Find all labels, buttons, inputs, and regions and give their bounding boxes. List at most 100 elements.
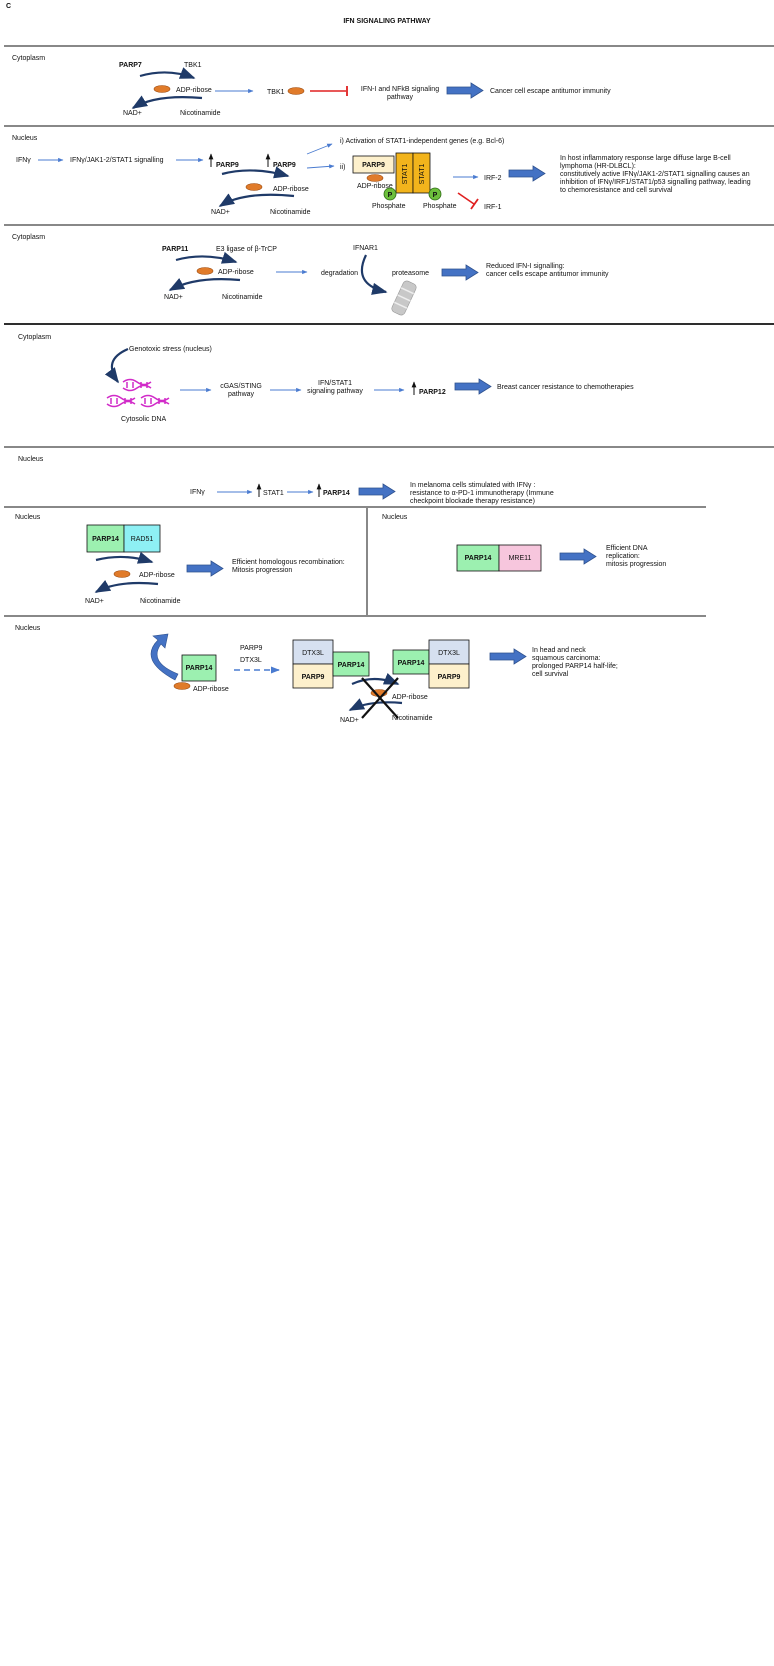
irf2-label: IRF-2 [484, 175, 502, 182]
dtx3l-label: DTX3L [240, 657, 262, 664]
product-label: TBK1 [267, 89, 285, 96]
outcome-text: Reduced IFN-I signalling: [486, 263, 565, 270]
dna-icon [106, 378, 170, 408]
ifnar-label: IFNAR1 [353, 245, 378, 252]
rad51-box [123, 524, 161, 553]
outcome-arrow [489, 648, 527, 665]
adp-label: ADP-ribose [176, 87, 212, 94]
target-label: TBK1 [184, 62, 202, 69]
flow-arrow [306, 143, 333, 155]
panel-parp7: Cytoplasm PARP7 TBK1 ADP-ribose NAD+ Nic… [12, 55, 611, 117]
compartment-label: Nucleus [18, 456, 44, 463]
reaction-curve [131, 95, 203, 109]
parp14-box-label: PARP14 [338, 662, 365, 669]
parp9-box-label: PARP9 [362, 162, 385, 169]
proteasome-icon [391, 280, 417, 316]
outcome-arrow [441, 264, 479, 281]
phosphate-icon [383, 187, 397, 201]
auto-modification-arrow [150, 633, 179, 681]
reaction-curve [168, 278, 241, 291]
outcome-arrow [454, 378, 492, 395]
panel-parp11: Cytoplasm PARP11 E3 ligase of β-TrCP ADP… [12, 234, 609, 316]
compartment-label: Nucleus [15, 625, 41, 632]
mre11-box [498, 544, 542, 572]
stat1-box [412, 152, 431, 194]
panel-parp14-mre11: Nucleus PARP14 MRE11 Efficient DNA repli… [382, 514, 666, 572]
stress-curve [104, 347, 129, 384]
outcome-text: cancer cells escape antitumor immunity [486, 271, 609, 278]
adp-label: ADP-ribose [273, 186, 309, 193]
ifng-label: IFNγ [190, 489, 205, 496]
parp9-box [352, 155, 395, 174]
parp14-label: PARP14 [323, 490, 350, 497]
parp9-box-label: PARP9 [438, 674, 461, 681]
cgas-label: pathway [228, 391, 255, 398]
inhibition-arrow [457, 192, 475, 205]
parp9-label: PARP9 [273, 162, 296, 169]
ifn-stat1-label: signaling pathway [307, 388, 363, 395]
outcome-text: Efficient DNA [606, 545, 648, 552]
adp-label: ADP-ribose [392, 694, 428, 701]
outcome-text: Breast cancer resistance to chemotherapi… [497, 384, 634, 391]
rad51-box-label: RAD51 [131, 536, 154, 543]
parp9-box [428, 663, 470, 689]
enzyme-label: PARP7 [119, 62, 142, 69]
figure-title: IFN SIGNALING PATHWAY [343, 18, 431, 25]
nad-label: NAD+ [123, 110, 142, 117]
parp12-label: PARP12 [419, 389, 446, 396]
adp-label: ADP-ribose [218, 269, 254, 276]
dtx3l-box-label: DTX3L [438, 650, 460, 657]
outcome-text: In head and neck [532, 647, 586, 654]
adp-ribose-icon [366, 174, 384, 182]
parp14-box [332, 651, 370, 677]
adp-ribose-icon [113, 570, 131, 578]
reaction-curve [351, 672, 400, 686]
adp-label: ADP-ribose [193, 686, 229, 693]
inhibition-bar [470, 198, 479, 210]
adp-ribose-icon [287, 87, 305, 95]
ifn-stat1-label: IFN/STAT1 [318, 380, 352, 387]
reaction-curve [139, 67, 196, 80]
compartment-label: Nucleus [15, 514, 41, 521]
outcome-arrow [559, 548, 597, 565]
compartment-label: Cytoplasm [18, 334, 51, 341]
reaction-curve [348, 698, 403, 711]
blocked-cross [361, 677, 399, 719]
nad-label: NAD+ [211, 209, 230, 216]
inhibited-label: IFN-I and NFkB signaling [361, 86, 439, 93]
flow-arrow [306, 164, 335, 169]
target-label: E3 ligase of β-TrCP [216, 246, 277, 253]
outcome-arrow [508, 165, 546, 182]
adp-ribose-icon [153, 85, 171, 93]
ifng-label: IFNγ [16, 157, 31, 164]
nicotinamide-label: Nicotinamide [392, 715, 433, 722]
degradation-curve [360, 254, 388, 295]
reaction-curve [95, 551, 154, 564]
outcome-text: squamous carcinoma: [532, 655, 601, 662]
nicotinamide-label: Nicotinamide [270, 209, 311, 216]
outcome-text: prolonged PARP14 half-life; [532, 663, 618, 670]
outcome-arrow [186, 560, 224, 577]
dtx3l-box [428, 639, 470, 665]
signalling-label: IFNγ/JAK1-2/STAT1 signalling [70, 157, 164, 164]
panel-parp9: Nucleus IFNγ IFNγ/JAK1-2/STAT1 signallin… [12, 135, 751, 216]
nad-label: NAD+ [164, 294, 183, 301]
compartment-label: Nucleus [12, 135, 38, 142]
degradation-label: degradation [321, 270, 358, 277]
nicotinamide-label: Nicotinamide [222, 294, 263, 301]
parp14-box-label: PARP14 [398, 660, 425, 667]
outcome-text: Efficient homologous recombination: [232, 559, 345, 566]
outcome-arrow [358, 483, 396, 500]
compartment-label: Nucleus [382, 514, 408, 521]
dna-label: Cytosolic DNA [121, 416, 166, 423]
outcome-text: Cancer cell escape antitumor immunity [490, 88, 611, 95]
nad-label: NAD+ [85, 598, 104, 605]
phosphate-symbol: P [388, 192, 393, 199]
reaction-curve [218, 193, 295, 207]
reaction-curve [175, 251, 238, 264]
parp14-box [86, 524, 125, 553]
parp14-box-label: PARP14 [186, 665, 213, 672]
parp9-box-label: PARP9 [302, 674, 325, 681]
outcome-text: inhibition of IFNγ/IRF1/STAT1/p53 signal… [560, 179, 751, 186]
